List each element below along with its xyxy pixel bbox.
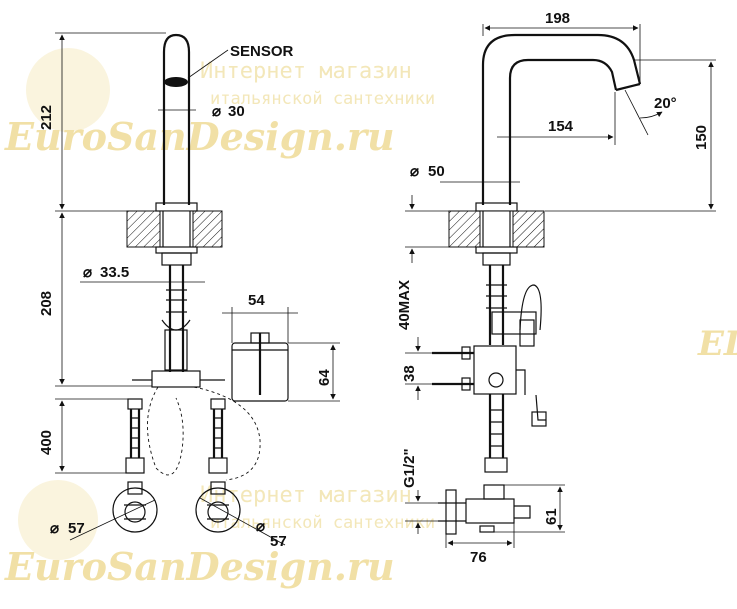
side-view [432, 33, 642, 535]
sensor-box [231, 332, 289, 402]
watermark-sun-icon [26, 48, 110, 132]
dim-198: 198 [545, 10, 570, 27]
watermark-line2-bottom: итальянской сантехники [210, 513, 435, 533]
dim-dia-30: 30 [228, 103, 245, 120]
dim-64: 64 [316, 369, 333, 386]
dimensions-side: 198 154 20° 150 ⌀ 50 40MAX 38 G1/2" 61 [396, 10, 716, 566]
dim-400: 400 [38, 430, 55, 455]
hose-left [125, 398, 145, 474]
watermark-site: EuroSanDesign.ru [4, 114, 395, 159]
spout-arc [481, 33, 642, 205]
stop-valve-right [195, 481, 241, 533]
stop-valve-side [438, 484, 531, 535]
dim-g1-2: G1/2" [401, 448, 418, 488]
sensor-window [164, 77, 188, 87]
dia-symbol-33-5: ⌀ [83, 264, 92, 281]
sensor-label: SENSOR [230, 43, 294, 60]
dim-dia-50: 50 [428, 163, 445, 180]
watermark-line1: Интернет магазин [200, 59, 412, 84]
dimensions-front: 212 208 400 ⌀ 30 SENSOR ⌀ 33.5 54 64 ⌀ 5… [38, 32, 340, 550]
dia-symbol-57-right: ⌀ [256, 518, 265, 535]
dia-symbol-57-left: ⌀ [50, 520, 59, 537]
watermark-site-bottom: EuroSanDesign.ru [4, 544, 395, 589]
dim-76: 76 [470, 549, 487, 566]
front-view [112, 33, 289, 533]
stop-valve-left [112, 481, 158, 533]
watermark: Интернет магазин итальянской сантехники … [4, 48, 737, 589]
dim-150: 150 [693, 125, 710, 150]
watermark-line2: итальянской сантехники [210, 89, 435, 109]
dim-61: 61 [543, 508, 560, 525]
watermark-side: ED [697, 324, 737, 364]
dim-40max: 40MAX [396, 280, 413, 330]
dim-dia-57-right: 57 [270, 533, 287, 550]
dim-154: 154 [548, 118, 574, 135]
dia-symbol-50: ⌀ [410, 163, 419, 180]
dim-dia-57-left: 57 [68, 520, 85, 537]
dim-angle-20: 20° [654, 95, 677, 112]
dim-212: 212 [38, 105, 55, 130]
tee-block [151, 370, 201, 388]
dim-208: 208 [38, 291, 55, 316]
watermark-line1-bottom: Интернет магазин [200, 483, 412, 508]
dim-54: 54 [248, 292, 265, 309]
watermark-sun-icon-bottom [18, 480, 98, 560]
spout-column [162, 33, 191, 205]
dia-symbol-30: ⌀ [212, 103, 221, 120]
dim-38: 38 [401, 365, 418, 382]
dim-dia-33-5: 33.5 [100, 264, 129, 281]
hose-right [208, 398, 228, 474]
